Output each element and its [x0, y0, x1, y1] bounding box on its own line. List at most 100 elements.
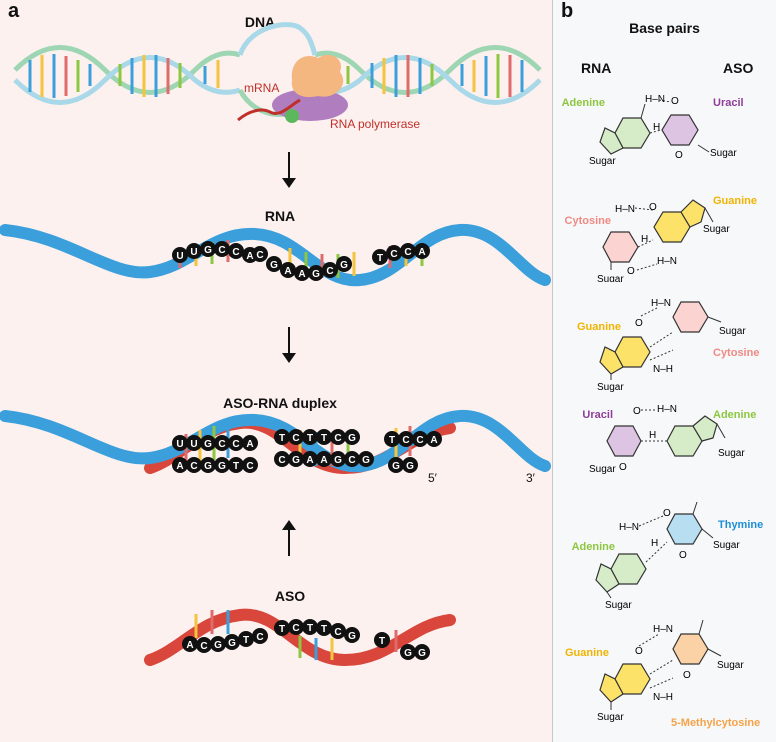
svg-text:T: T	[279, 433, 285, 444]
base-circle: C	[322, 262, 338, 278]
base-circle: C	[330, 623, 346, 639]
pair-right-name: Cytosine	[713, 347, 759, 359]
base-circle: T	[374, 632, 390, 648]
base-circle: C	[228, 243, 244, 259]
pyrimidine-ring	[672, 301, 709, 333]
svg-text:A: A	[418, 247, 425, 258]
polymerase-label: RNA polymerase	[330, 117, 420, 131]
base-circle: G	[400, 644, 416, 660]
rna-bases-group2: C G A A G C G	[252, 246, 352, 281]
svg-text:A: A	[306, 455, 313, 466]
svg-text:G: G	[214, 640, 222, 651]
base-circle: U	[172, 435, 188, 451]
duplex-bottom-group3: G G	[388, 457, 418, 473]
base-circle: T	[372, 249, 388, 265]
svg-text:T: T	[321, 433, 327, 444]
panel-b: b Base pairs RNA ASO Adenine Uracil H–N …	[553, 0, 776, 742]
base-circle: A	[182, 636, 198, 652]
base-circle: T	[302, 619, 318, 635]
base-circle: C	[242, 457, 258, 473]
base-circle: G	[200, 241, 216, 257]
panel-a-label: a	[8, 0, 20, 22]
svg-text:G: G	[218, 461, 226, 472]
dna-helix-left	[13, 45, 241, 105]
sugar-label: Sugar	[597, 382, 624, 392]
base-circle: C	[412, 431, 428, 447]
imidazole-ring	[599, 673, 624, 703]
svg-text:C: C	[292, 623, 299, 634]
rna-backbone	[0, 224, 551, 287]
arrow-up-icon	[282, 520, 296, 556]
carbonyl-oxygen: O	[619, 462, 627, 473]
pair-left-name: Cytosine	[565, 215, 611, 227]
imidazole-ring	[599, 346, 624, 375]
base-circle: C	[330, 429, 346, 445]
base-circle: C	[214, 435, 230, 451]
carbonyl-oxygen: O	[633, 406, 641, 417]
carbonyl-oxygen: O	[635, 318, 643, 329]
amine-group: H–N	[651, 298, 671, 309]
carbonyl-oxygen: O	[671, 96, 679, 107]
base-circle: C	[252, 628, 268, 644]
base-circle: G	[344, 627, 360, 643]
svg-text:G: G	[334, 455, 342, 466]
amine-group: H–N	[619, 522, 639, 533]
svg-text:G: G	[204, 439, 212, 450]
svg-text:C: C	[404, 247, 411, 258]
svg-text:U: U	[176, 439, 183, 450]
svg-text:G: G	[204, 245, 212, 256]
svg-text:C: C	[334, 627, 341, 638]
carbonyl-oxygen: O	[635, 646, 643, 657]
base-circle: T	[384, 431, 400, 447]
imidazole-ring	[692, 415, 718, 442]
base-circle: T	[228, 457, 244, 473]
base-circle: C	[288, 429, 304, 445]
imino-hydrogen: H	[649, 430, 656, 441]
amine-group: H–N	[645, 94, 665, 105]
rna-bases-group1: U U G C C A	[172, 241, 258, 263]
sugar-label: Sugar	[713, 540, 740, 551]
amine-group: H–N	[657, 404, 677, 415]
svg-text:U: U	[176, 251, 183, 262]
base-circle: T	[274, 620, 290, 636]
carbonyl-oxygen: O	[663, 508, 671, 519]
base-circle: G	[210, 636, 226, 652]
base-circle: A	[172, 457, 188, 473]
base-circle: C	[274, 451, 290, 467]
carbonyl-oxygen: O	[649, 202, 657, 213]
arrow-down-icon	[282, 152, 296, 188]
svg-text:A: A	[246, 251, 253, 262]
svg-text:C: C	[334, 433, 341, 444]
base-circle: C	[252, 246, 268, 262]
base-circle: C	[400, 243, 416, 259]
base-circle: G	[414, 644, 430, 660]
svg-text:T: T	[321, 624, 327, 635]
base-circle: U	[186, 435, 202, 451]
amine-group: H–N	[653, 624, 673, 635]
mrna-label: mRNA	[244, 81, 279, 95]
svg-text:A: A	[320, 455, 327, 466]
svg-text:C: C	[190, 461, 197, 472]
base-circle: T	[302, 429, 318, 445]
svg-text:A: A	[284, 266, 291, 277]
svg-text:T: T	[233, 461, 239, 472]
base-circle: C	[186, 457, 202, 473]
aso-bases-group1: A C G G T C	[182, 628, 268, 653]
three-prime-label: 3′	[526, 471, 536, 485]
svg-text:G: G	[340, 260, 348, 271]
sugar-label: Sugar	[703, 224, 730, 235]
base-circle: G	[344, 429, 360, 445]
svg-text:C: C	[246, 461, 253, 472]
pyrimidine-ring	[672, 633, 709, 665]
svg-text:C: C	[402, 435, 409, 446]
svg-text:G: G	[392, 461, 400, 472]
svg-text:C: C	[390, 249, 397, 260]
duplex-top-group2: T C T T C G	[274, 429, 360, 445]
pair-right-name: 5-Methylcytosine	[671, 717, 760, 729]
sugar-label: Sugar	[710, 148, 737, 159]
svg-text:T: T	[307, 623, 313, 634]
base-circle: G	[288, 451, 304, 467]
base-circle: G	[224, 634, 240, 650]
base-circle: A	[242, 435, 258, 451]
base-pair-adenine-uracil: Adenine Uracil H–N O H Sugar Sugar O	[562, 94, 744, 167]
